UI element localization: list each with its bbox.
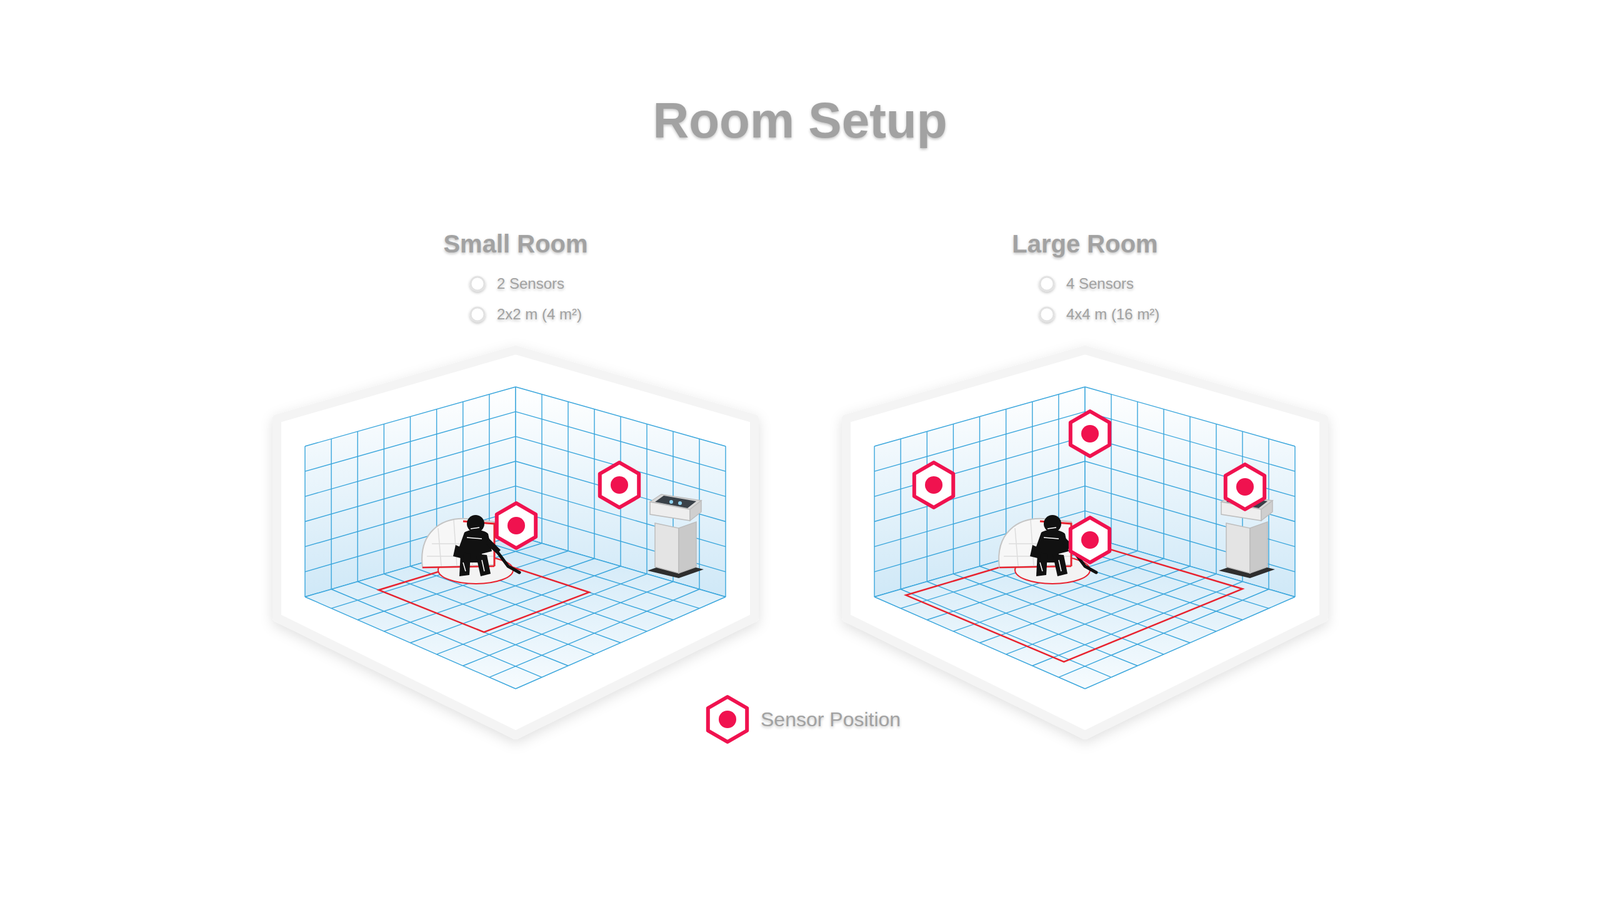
kiosk-figure <box>647 494 704 579</box>
room-props <box>421 276 1275 742</box>
grid-line <box>1058 589 1269 678</box>
grid-line <box>305 411 516 472</box>
grid-line <box>489 589 700 678</box>
panel-hexagon <box>276 350 755 735</box>
grid-line <box>1032 581 1243 667</box>
sensor-icon <box>600 462 639 508</box>
panel-hexagon <box>846 350 1324 735</box>
page-title: Room Setup <box>652 91 947 150</box>
legend-text: Sensor Position <box>760 708 901 731</box>
grid-line <box>410 566 622 644</box>
grid-line <box>305 436 516 497</box>
grid-line <box>1085 411 1295 472</box>
grid-line <box>874 386 1085 447</box>
spec-text: 2x2 m (4 m²) <box>496 305 582 324</box>
grid-line <box>436 573 647 655</box>
bullet-ring <box>470 307 485 322</box>
grid-line <box>305 461 516 522</box>
sensor-icon <box>496 503 536 549</box>
grid-line <box>874 461 1085 522</box>
room-panels <box>276 350 1324 735</box>
room-grid <box>305 386 726 689</box>
legend-item: Sensor Position <box>760 708 901 732</box>
sensor-icon <box>1070 517 1110 563</box>
grid-line <box>410 566 622 644</box>
bullet-ring <box>1040 307 1054 322</box>
grid-line <box>515 596 726 689</box>
spec-text: 2 Sensors <box>496 275 565 293</box>
room-grids <box>305 386 1295 689</box>
bullet-ring <box>1040 276 1054 291</box>
grid-line <box>1085 386 1295 447</box>
grid-line <box>463 581 674 667</box>
room-heading: Small Room <box>443 230 588 259</box>
bullet-ring <box>470 276 485 291</box>
legend-sensor-icon <box>708 696 747 742</box>
room-panel: Large Room4 Sensors4x4 m (16 m²) <box>846 350 1324 735</box>
room-panel: Small Room2 Sensors2x2 m (4 m²) <box>276 350 755 735</box>
sensor-icon <box>1225 464 1265 510</box>
grid-line <box>874 436 1085 497</box>
grid-line <box>874 411 1085 472</box>
sensor-icon <box>1070 411 1110 457</box>
room-grid <box>874 386 1295 689</box>
grid-line <box>515 386 726 447</box>
spec-text: 4x4 m (16 m²) <box>1066 305 1160 324</box>
sensor-icon <box>914 462 954 508</box>
room-heading: Large Room <box>1011 230 1158 259</box>
spec-text: 4 Sensors <box>1066 275 1134 293</box>
grid-line <box>305 386 516 447</box>
